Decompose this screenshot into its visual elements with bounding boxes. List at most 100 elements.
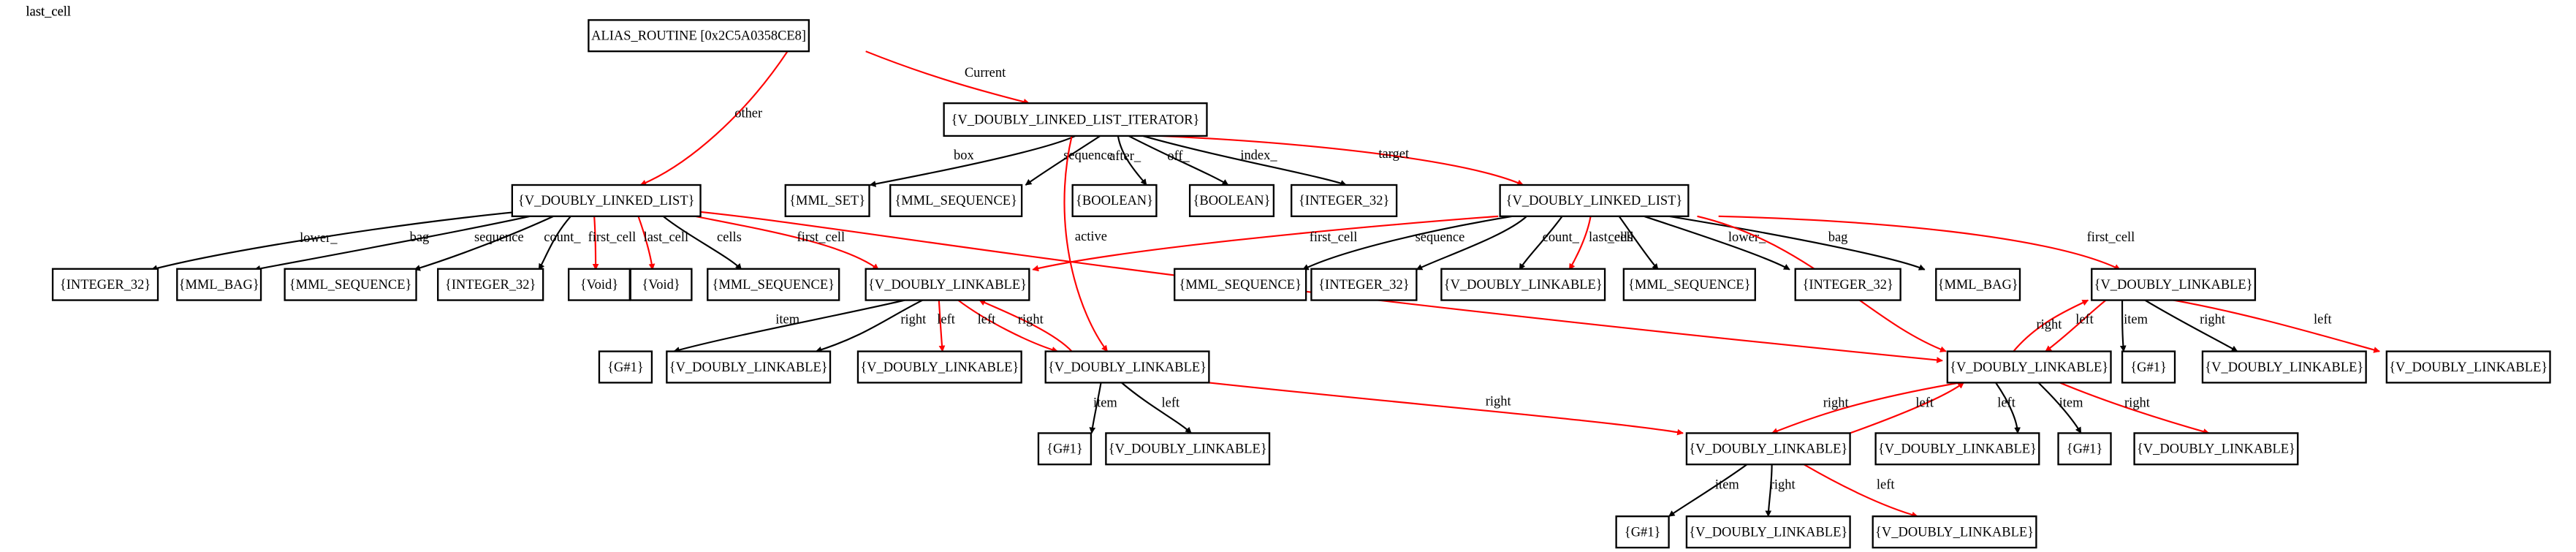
edge-label-e25: lower_ (1728, 230, 1766, 244)
edge-iterator-to-bool_2 (1128, 135, 1229, 186)
node-label: {V_DOUBLY_LINKABLE} (1950, 360, 2108, 374)
node-link-a-l: {V_DOUBLY_LINKABLE} (856, 350, 1022, 384)
node-int-a1: {INTEGER_32} (51, 268, 159, 301)
node-label: {V_DOUBLY_LINKABLE} (2205, 360, 2363, 374)
node-alias-routine: ALIAS_ROUTINE [0x2C5A0358CE8] (588, 19, 810, 53)
edge-list_b-to-link_b_lc (1519, 216, 1563, 271)
edge-link_d-to-link_d_l (1995, 382, 2021, 434)
node-box (1440, 268, 1606, 301)
edge-label-e4: sequence (1063, 148, 1113, 162)
edge-list_a-to-mml_seq_a1 (414, 213, 558, 271)
node-label: {MML_SET} (789, 193, 865, 208)
node-label: {G#1} (1625, 524, 1661, 539)
node-box (943, 102, 1208, 137)
node-label: {MML_SEQUENCE} (1628, 277, 1751, 292)
node-box (1071, 184, 1158, 217)
edge-label-e49: left (1877, 477, 1895, 491)
edge-list_b-to-link_a (1032, 215, 1499, 272)
edge-label-e7: index_ (1240, 148, 1277, 162)
node-label: {V_DOUBLY_LINKABLE} (1444, 277, 1603, 292)
node-box (2091, 268, 2257, 301)
edge-link_f-to-g_f (2119, 300, 2127, 352)
edge-link_e-to-link_e_r (1765, 464, 1773, 518)
node-box (1105, 432, 1271, 466)
edge-label-e2: Current (965, 65, 1006, 80)
node-bool-2: {BOOLEAN} (1188, 184, 1275, 217)
node-g-d: {G#1} (2057, 432, 2112, 466)
node-box (1946, 350, 2112, 384)
edge-link_d-to-link_f (2013, 299, 2089, 352)
node-label: {V_DOUBLY_LINKABLE} (669, 360, 828, 374)
edge-link_a-to-link_a_l (938, 300, 946, 352)
node-box (1685, 432, 1851, 466)
edge-label-e11: bag (410, 230, 430, 244)
node-mml-set: {MML_SET} (784, 184, 870, 217)
node-box (856, 350, 1022, 384)
node-iterator: {V_DOUBLY_LINKED_LIST_ITERATOR} (943, 102, 1208, 137)
edge-list_a-to-mml_seq_a2 (662, 215, 742, 271)
edge-label-e22: count_ (1543, 230, 1580, 244)
node-label: {BOOLEAN} (1193, 193, 1271, 208)
edge-list_a-to-int_a1 (151, 208, 547, 272)
edge-list_a-to-int_a2 (538, 216, 571, 271)
edge-link_d-to-link_d_r (2059, 382, 2210, 435)
node-box (2121, 350, 2176, 384)
edge-label-e45: item (2059, 395, 2083, 409)
node-box (1872, 515, 2037, 549)
node-box (1622, 268, 1756, 301)
edge-label-e46: right (2124, 395, 2151, 409)
node-label: {MML_SEQUENCE} (1179, 277, 1302, 292)
edge-link_a-to-link_a_r (815, 299, 923, 353)
edge-alias_routine-to-iterator (865, 50, 1030, 105)
edge-label-e34: item (1093, 395, 1117, 409)
node-link-b-lc: {V_DOUBLY_LINKABLE} (1440, 268, 1606, 301)
node-int-it: {INTEGER_32} (1291, 184, 1398, 217)
node-label: {V_DOUBLY_LINKABLE} (2137, 442, 2295, 456)
node-mml-seq-a2: {MML_SEQUENCE} (707, 268, 840, 301)
edge-label-e32: left (978, 312, 996, 327)
node-label: {Void} (580, 277, 618, 292)
edge-label-e29: item (775, 312, 799, 327)
node-label: {INTEGER_32} (445, 277, 536, 292)
edge-label-e42: right (1823, 395, 1850, 409)
edge-label-e48: right (1770, 477, 1796, 491)
node-box (784, 184, 870, 217)
node-box (1044, 350, 1210, 384)
node-link-f-r: {V_DOUBLY_LINKABLE} (2201, 350, 2367, 384)
edge-link_c-to-link_e (1209, 382, 1684, 436)
edge-label-e3: box (954, 148, 974, 162)
node-link-c-l: {V_DOUBLY_LINKABLE} (1105, 432, 1271, 466)
node-box (1174, 268, 1307, 301)
node-label: {V_DOUBLY_LINKABLE} (1689, 524, 1847, 539)
edge-label-e24: cells (1608, 230, 1633, 244)
edge-list_b-to-mml_seq_b1 (1302, 215, 1513, 271)
edge-label-e40: right (2200, 312, 2226, 327)
edge-label-e17: first_cell (797, 230, 846, 244)
node-box (598, 350, 653, 384)
edge-label-e43: left (1915, 395, 1934, 409)
edge-label-e36: right (1486, 393, 1512, 408)
edge-list_b-to-link_f (1718, 215, 2121, 271)
edge-list_a-to-link_a (688, 213, 879, 271)
node-label: {MML_BAG} (1938, 277, 2018, 292)
node-box (1874, 432, 2040, 466)
edge-label-e6: off_ (1167, 148, 1190, 163)
node-label: {V_DOUBLY_LINKED_LIST} (518, 193, 695, 208)
edge-link_e-to-link_e_l (1803, 464, 1918, 518)
node-int-b1: {INTEGER_32} (1310, 268, 1418, 301)
node-label: {V_DOUBLY_LINKED_LIST} (1506, 193, 1683, 208)
node-label: {G#1} (2130, 360, 2167, 374)
edge-iterator-to-bool_1 (1117, 135, 1147, 186)
edge-iterator-to-list_b (1160, 135, 1524, 186)
node-label: {V_DOUBLY_LINKABLE} (1689, 442, 1847, 456)
edge-label-e30: right (900, 312, 927, 327)
edge-link_f-to-link_d (2045, 299, 2107, 352)
edge-list_b-to-int_b2 (1644, 215, 1790, 271)
edge-label-e47: item (1715, 477, 1739, 491)
node-box (437, 268, 544, 301)
node-box (1935, 268, 2021, 301)
edge-label-e28: last_cell (26, 4, 71, 19)
node-link-d: {V_DOUBLY_LINKABLE} (1946, 350, 2112, 384)
node-int-b2: {INTEGER_32} (1794, 268, 1901, 301)
